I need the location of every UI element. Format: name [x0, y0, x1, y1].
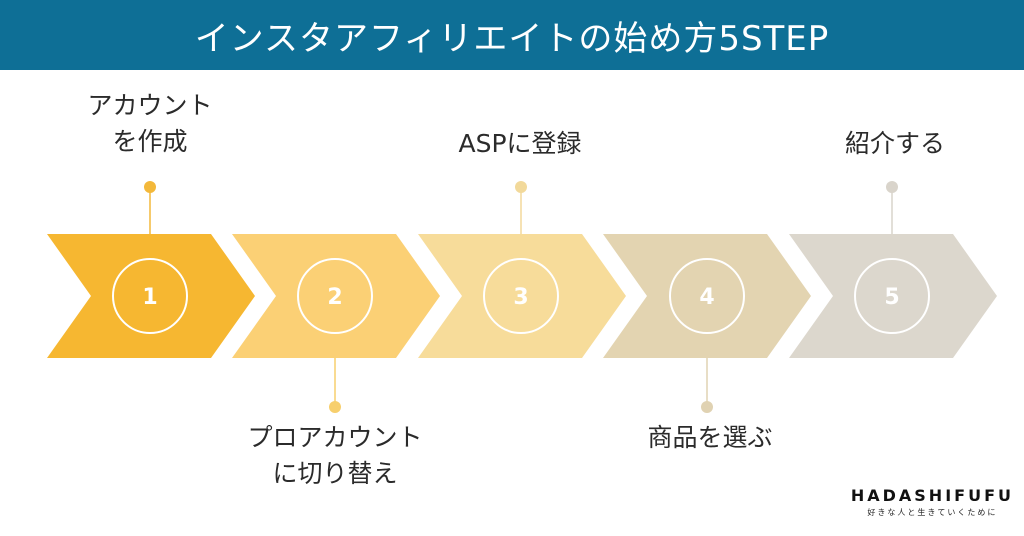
step-4-label: 商品を選ぶ — [620, 420, 800, 456]
step-5-label-line1: 紹介する — [844, 129, 945, 158]
step-1-chevron — [47, 234, 255, 358]
step-2-circle — [297, 258, 373, 334]
brand-name: HADASHIFUFU — [850, 486, 1014, 505]
step-3-chevron — [418, 234, 626, 358]
step-4-chevron — [603, 234, 811, 358]
step-5-label: 紹介する — [805, 126, 985, 162]
step-3-label-line1: ASPに登録 — [458, 129, 582, 158]
step-4-connector — [701, 358, 713, 413]
step-1-label-line1: アカウント — [87, 91, 213, 120]
step-3-number: 3 — [513, 285, 528, 310]
step-2-dot — [329, 401, 341, 413]
step-1-label: アカウント を作成 — [70, 88, 230, 160]
step-5-circle — [854, 258, 930, 334]
step-3-circle — [483, 258, 559, 334]
step-3-dot — [515, 181, 527, 193]
step-4-number: 4 — [699, 285, 714, 310]
step-1-dot — [144, 181, 156, 193]
step-2-label-line2: に切り替え — [272, 459, 398, 488]
step-1-connector — [144, 181, 156, 234]
step-5-number: 5 — [884, 285, 899, 310]
step-3-label: ASPに登録 — [430, 126, 610, 162]
brand-logo: HADASHIFUFU 好きな人と生きていくために — [851, 486, 1014, 518]
step-2-number: 2 — [327, 285, 342, 310]
step-1-circle — [112, 258, 188, 334]
step-2-chevron — [232, 234, 440, 358]
brand-tagline: 好きな人と生きていくために — [867, 508, 998, 517]
step-4-dot — [701, 401, 713, 413]
step-1-number: 1 — [142, 285, 157, 310]
step-4-label-line1: 商品を選ぶ — [647, 423, 773, 452]
step-1-label-line2: を作成 — [112, 127, 188, 156]
page-title: インスタアフィリエイトの始め方5STEP — [194, 18, 830, 59]
step-2-label-line1: プロアカウント — [247, 423, 423, 452]
step-5-chevron — [789, 234, 997, 358]
step-5-connector — [886, 181, 898, 234]
step-3-connector — [515, 181, 527, 234]
title-banner: インスタアフィリエイトの始め方5STEP — [0, 0, 1024, 70]
step-2-label: プロアカウント に切り替え — [220, 420, 450, 492]
step-5-dot — [886, 181, 898, 193]
step-4-circle — [669, 258, 745, 334]
step-2-connector — [329, 358, 341, 413]
